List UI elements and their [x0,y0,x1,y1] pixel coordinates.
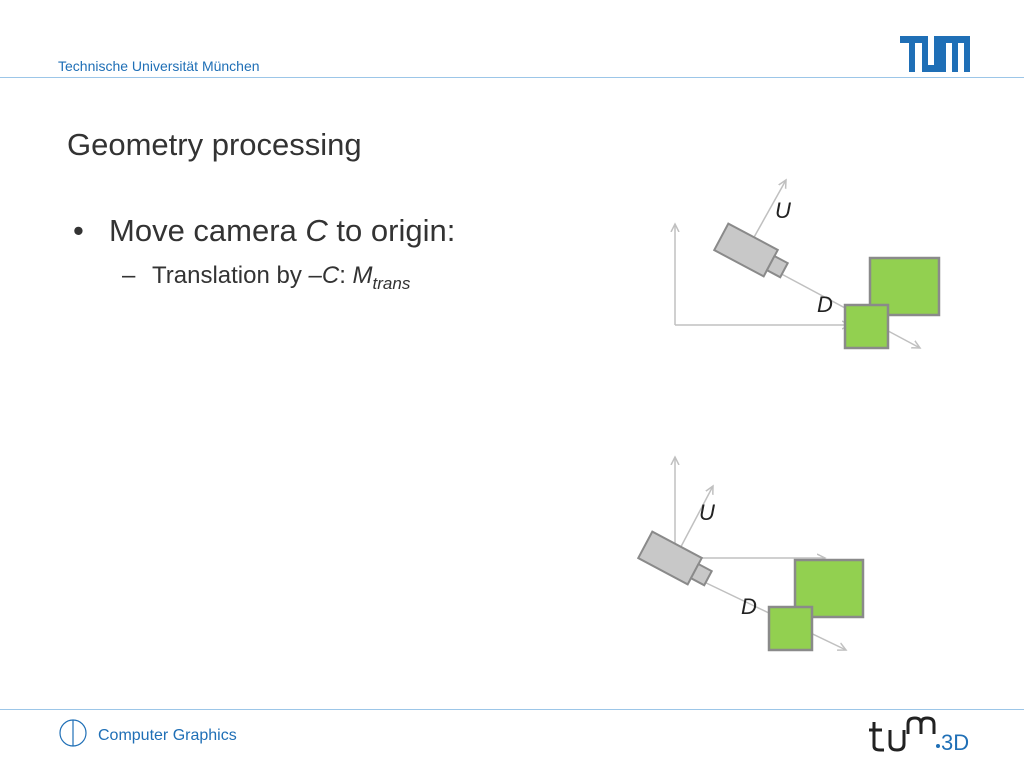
diagram-before: U D [675,180,941,350]
bullet-text-after: to origin: [327,213,456,248]
sub-bullet-translation: –Translation by –C: Mtrans [122,262,410,294]
sub-bullet-colon: : [339,262,353,289]
slide-title: Geometry processing [67,127,362,162]
direction-label: D [817,292,833,317]
tum-logo [900,36,970,72]
svg-text:3D: 3D [941,730,969,755]
globe-icon [59,719,87,747]
sub-bullet-dash: – [122,262,136,289]
camera [712,222,790,279]
tum3d-logo: 3D [869,716,969,755]
course-name: Computer Graphics [98,727,237,744]
green-box-small [767,605,814,652]
footer-divider [0,709,1024,710]
direction-label: D [741,594,757,619]
sub-bullet-minus-c: –C [308,262,340,289]
diagram-after: U D [636,457,865,652]
up-label: U [699,500,715,525]
up-label: U [775,198,791,223]
bullet-move-camera: • Move camera C to origin: [73,213,455,249]
camera [636,530,714,587]
bullet-symbol: • [73,213,84,248]
sub-bullet-text: Translation by [152,262,309,289]
bullet-var-c: C [305,213,328,248]
institution-name: Technische Universität München [58,58,260,74]
sub-bullet-m-subscript: trans [372,274,411,293]
green-box-small [843,303,890,350]
sub-bullet-m: M [352,262,373,289]
header-divider [0,77,1024,78]
bullet-text-before: Move camera [109,213,306,248]
